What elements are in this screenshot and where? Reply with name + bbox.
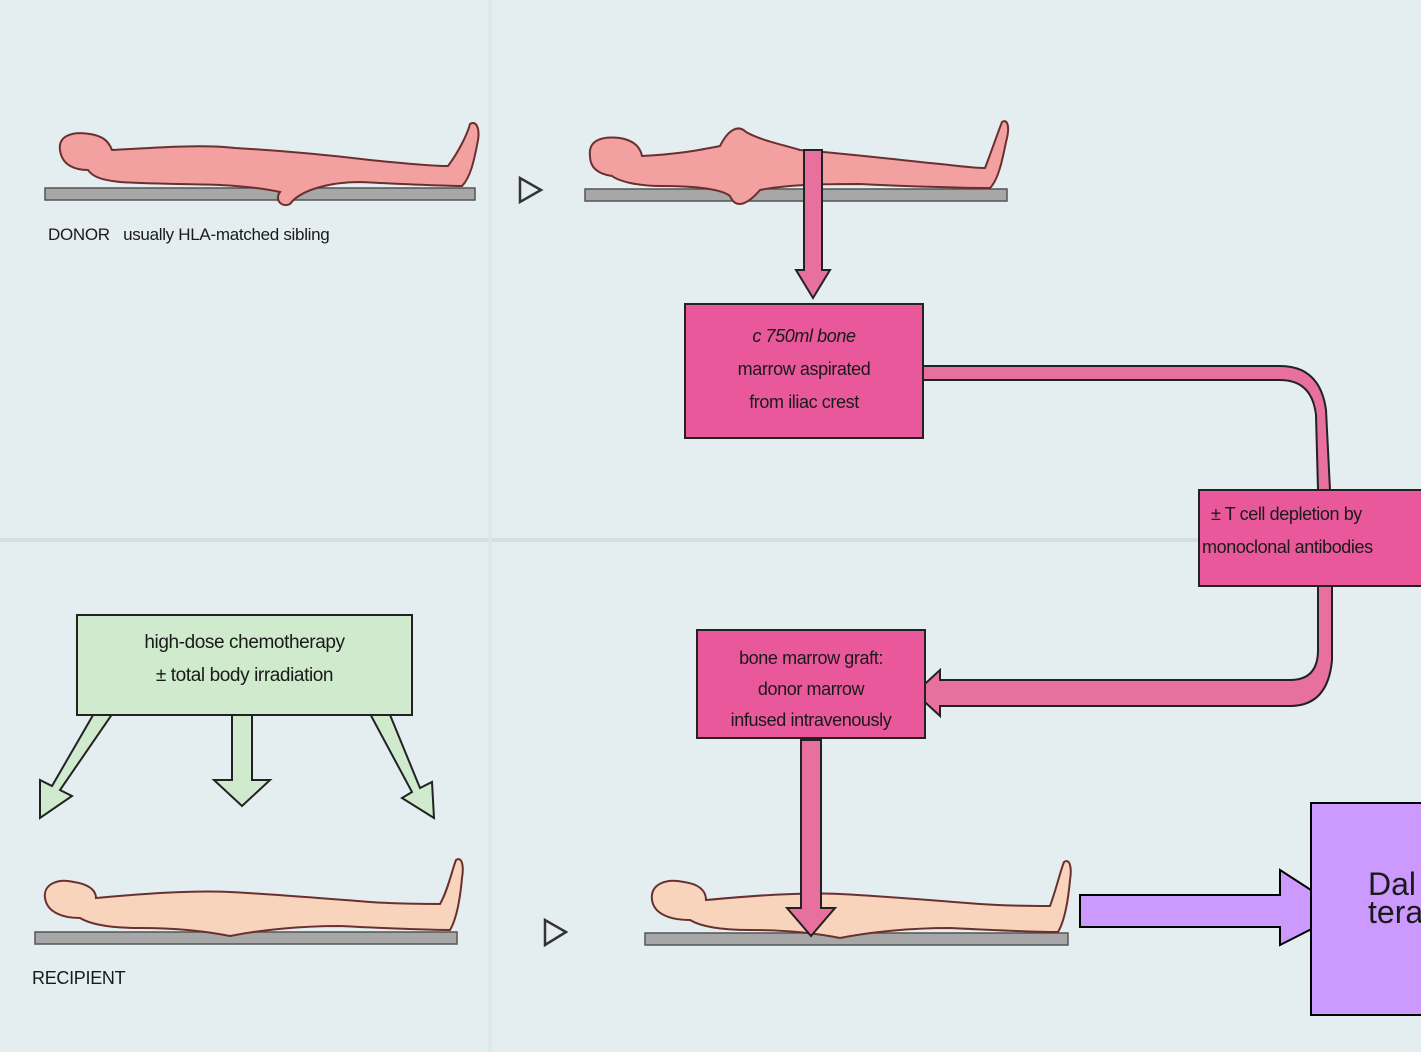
donor-text: DONOR xyxy=(48,225,110,244)
green-arrow-middle xyxy=(214,712,270,806)
aspiration-line-3: from iliac crest xyxy=(685,386,923,419)
graft-line-3: infused intravenously xyxy=(697,705,925,736)
recipient-figure xyxy=(35,859,463,944)
overlay-line-2: tera xyxy=(1368,898,1421,926)
next-arrow-bottom xyxy=(545,920,566,945)
donor-note-text: usually HLA-matched sibling xyxy=(123,225,329,244)
aspiration-line-2: marrow aspirated xyxy=(685,353,923,386)
aspiration-line-1: c 750ml bone xyxy=(685,320,923,353)
donor-label: DONOR usually HLA-matched sibling xyxy=(48,225,329,245)
donor-figure xyxy=(45,123,479,205)
overlay-box-text: Dal tera xyxy=(1368,870,1421,926)
graft-line-1: bone marrow graft: xyxy=(697,643,925,674)
conditioning-line-1: high-dose chemotherapy xyxy=(77,626,412,659)
overlay-arrow xyxy=(1080,870,1345,945)
pipe-connector xyxy=(923,366,1330,490)
conditioning-line-2: ± total body irradiation xyxy=(77,659,412,692)
recipient-body xyxy=(45,859,463,936)
graft-box-text: bone marrow graft: donor marrow infused … xyxy=(697,643,925,736)
conditioning-box-text: high-dose chemotherapy ± total body irra… xyxy=(77,626,412,692)
aspiration-box-text: c 750ml bone marrow aspirated from iliac… xyxy=(685,320,923,419)
t-cell-line-2: monoclonal antibodies xyxy=(1202,531,1421,564)
pipe-return xyxy=(915,586,1332,716)
graft-recipient-body xyxy=(652,861,1071,938)
t-cell-box-text: ± T cell depletion by monoclonal antibod… xyxy=(1199,498,1421,564)
next-arrow-top xyxy=(520,178,541,202)
donor-aspiration-figure xyxy=(585,121,1008,204)
aspiration-table xyxy=(585,189,1007,201)
graft-line-2: donor marrow xyxy=(697,674,925,705)
donor-table xyxy=(45,188,475,200)
green-arrow-right xyxy=(368,710,434,818)
recipient-graft-figure xyxy=(645,861,1071,945)
recipient-label: RECIPIENT xyxy=(32,968,125,989)
green-arrow-left xyxy=(40,710,115,818)
t-cell-line-1: ± T cell depletion by xyxy=(1207,498,1421,531)
